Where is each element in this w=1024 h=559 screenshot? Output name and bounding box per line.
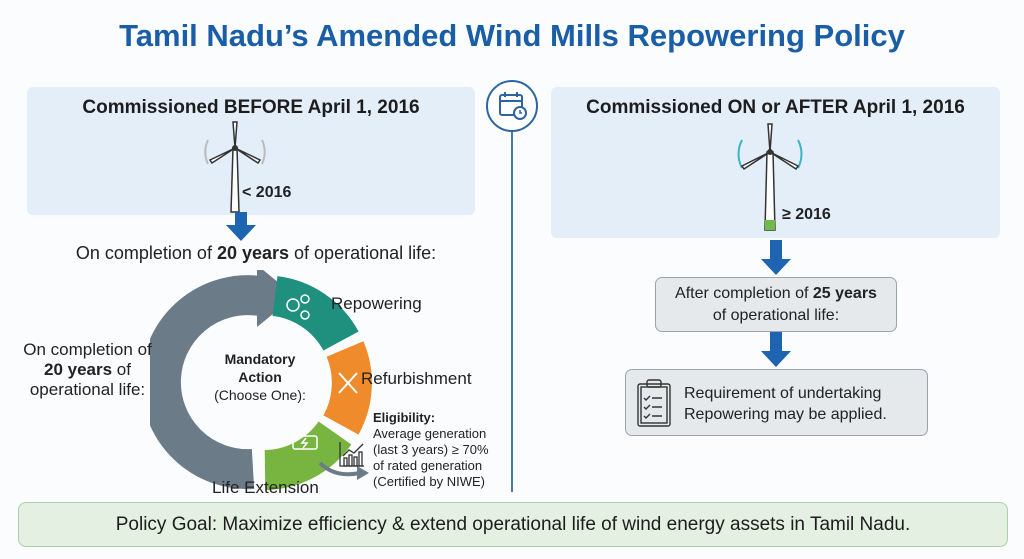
after-2016-panel: Commissioned ON or AFTER April 1, 2016 [551, 87, 1000, 238]
option-life-extension: Life Extension [212, 478, 319, 497]
growth-chart-icon [339, 442, 364, 467]
wind-turbine-icon [737, 123, 803, 231]
step-25-years: After completion of 25 years of operation… [655, 277, 897, 332]
eligibility-line: Average generation [373, 426, 487, 441]
requirement-line2: Repowering may be applied. [684, 406, 887, 423]
wind-turbine-icon [204, 121, 266, 213]
page-title: Tamil Nadu’s Amended Wind Mills Repoweri… [119, 18, 905, 53]
divider [511, 128, 513, 492]
eligibility-note: Eligibility: Average generation (last 3 … [373, 410, 489, 490]
intro-text: On completion of [75, 243, 217, 263]
eligibility-arrow [318, 461, 361, 477]
mandatory-action-cycle [150, 270, 372, 490]
intro-bold: 20 years [216, 243, 290, 263]
policy-goal-banner: Policy Goal: Maximize efficiency & exten… [18, 502, 1008, 547]
before-2016-header: Commissioned BEFORE April 1, 2016 [82, 97, 420, 118]
before-2016-label: < 2016 [242, 184, 292, 201]
left-intro: On completion of 20 years of operational… [0, 243, 512, 264]
battery-icon [292, 435, 318, 450]
intro-text-end: of operational life: [289, 243, 437, 263]
clipboard-checklist-icon [637, 379, 671, 427]
after-2016-header: Commissioned ON or AFTER April 1, 2016 [586, 97, 965, 118]
side-bold: 20 years [44, 360, 113, 379]
before-2016-panel: Commissioned BEFORE April 1, 2016 [27, 87, 475, 215]
cycle-orange-segment [323, 341, 372, 435]
requirement-line1: Requirement of undertaking [684, 385, 882, 402]
side-post: operational life: [29, 380, 146, 399]
step1-pre: After completion of [675, 285, 813, 302]
center-line3: (Choose One): [214, 387, 306, 403]
step1-post: of operational life: [712, 307, 840, 324]
eligibility-title: Eligibility: [373, 410, 436, 425]
option-refurbishment: Refurbishment [361, 369, 472, 388]
option-repowering: Repowering [331, 294, 422, 313]
gears-icon [286, 294, 310, 320]
center-line1: Mandatory [224, 351, 296, 367]
eligibility-line: (Certified by NIWE) [373, 474, 485, 489]
calendar-clock-icon [486, 80, 538, 132]
center-line2: Action [238, 369, 282, 385]
eligibility-line: (last 3 years) ≥ 70% [373, 442, 489, 457]
down-arrow-icon [761, 332, 791, 367]
cycle-gray-arc [150, 275, 263, 490]
eligibility-line: of rated generation [373, 458, 483, 473]
tools-icon [338, 372, 358, 394]
side-pre: On completion of [23, 340, 152, 359]
down-arrow-icon [761, 240, 791, 275]
down-arrow-icon [226, 212, 256, 241]
cycle-teal-segment [271, 276, 359, 352]
step1-bold: 25 years [812, 285, 877, 302]
after-2016-label: ≥ 2016 [782, 206, 831, 223]
side-mid: of [112, 360, 131, 379]
cycle-green-segment [263, 420, 352, 490]
